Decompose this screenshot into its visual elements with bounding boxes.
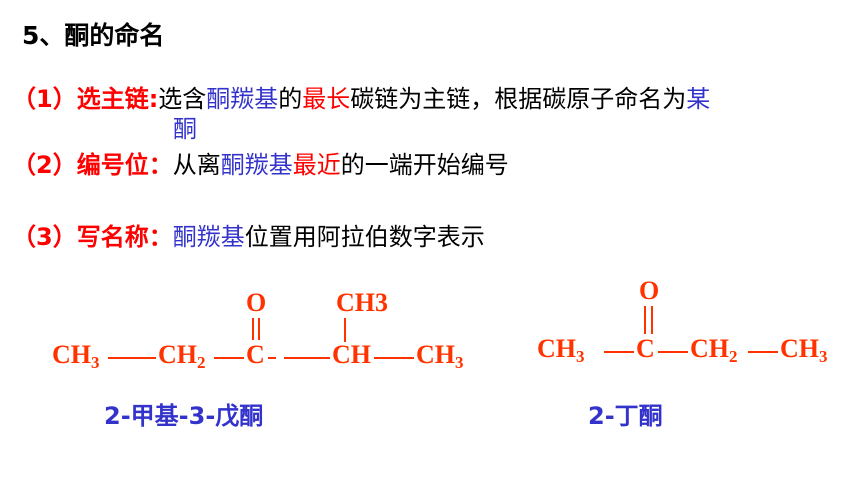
rule-1-part: 最长 (302, 85, 351, 113)
group-sub: 2 (729, 347, 738, 366)
molecule-2-bond (658, 351, 688, 353)
rule-2: （2）编号位：从离酮羰基最近的一端开始编号 (12, 150, 509, 180)
rule-1-text: 选含酮羰基的最长碳链为主链，根据碳原子命名为某 (158, 85, 710, 113)
group-main: C (246, 340, 265, 369)
molecule-2-group: C (636, 334, 655, 367)
molecule-1-bond (214, 357, 244, 359)
rule-1-part: 某 (686, 85, 711, 113)
rule-2-part: 最近 (292, 151, 341, 179)
rule-2-text: 从离酮羰基最近的一端开始编号 (173, 151, 509, 179)
molecule-1-methyl: CH3 (336, 288, 388, 318)
group-main: CH (690, 334, 729, 363)
molecule-1-double-bond-left (252, 318, 254, 340)
rule-2-part: 酮羰基 (220, 151, 293, 179)
group-main: CH (416, 340, 455, 369)
rule-2-part: 的一端开始编号 (340, 151, 509, 179)
rule-2-part: 从离 (172, 151, 221, 179)
group-main: CH (158, 340, 197, 369)
rule-1-label: （1）选主链: (12, 85, 159, 113)
group-sub: 3 (576, 347, 585, 366)
molecule-1-group: CH3 (52, 340, 100, 373)
molecule-2-bond (748, 351, 778, 353)
molecule-1-double-bond-right (258, 318, 260, 340)
rule-1: （1）选主链:选含酮羰基的最长碳链为主链，根据碳原子命名为某 (12, 84, 710, 114)
molecule-1-group: C (246, 340, 265, 373)
molecule-1-methyl-sub: 3 (375, 288, 388, 317)
group-sub: 3 (91, 353, 100, 372)
molecule-2-name: 2-丁酮 (588, 402, 663, 430)
group-main: CH (52, 340, 91, 369)
rule-1-part: 酮羰基 (206, 85, 279, 113)
rule-3-part: 位置用阿拉伯数字表示 (244, 223, 485, 251)
group-main: CH (332, 340, 371, 369)
rule-1-part: 选含 (158, 85, 207, 113)
group-sub: 3 (819, 347, 828, 366)
group-main: CH (780, 334, 819, 363)
molecule-1-methyl-main: CH (336, 288, 375, 317)
molecule-2-oxygen: O (639, 276, 660, 305)
group-main: CH (537, 334, 576, 363)
molecule-2-double-bond-left (644, 306, 646, 334)
molecule-1-group: CH (332, 340, 371, 373)
rule-1-part: 的 (278, 85, 303, 113)
rule-3: （3）写名称：酮羰基位置用阿拉伯数字表示 (12, 222, 485, 252)
rule-1-part: 碳链为主链，根据碳原子命名为 (350, 85, 687, 113)
molecule-1-group: CH2 (158, 340, 206, 373)
slide-title: 5、酮的命名 (22, 21, 165, 50)
rule-3-part: 酮羰基 (172, 223, 245, 251)
group-main: C (636, 334, 655, 363)
rule-1-continuation: 酮 (173, 115, 197, 143)
molecule-1-bond (374, 357, 414, 359)
molecule-1-branch-bond (344, 318, 346, 342)
molecule-2-double-bond-right (651, 306, 653, 334)
rule-2-label: （2）编号位： (12, 151, 173, 179)
group-sub: 3 (455, 353, 464, 372)
molecule-1-oxygen: O (246, 288, 267, 317)
rule-3-text: 酮羰基位置用阿拉伯数字表示 (173, 223, 485, 251)
molecule-1-group: CH3 (416, 340, 464, 373)
molecule-1-bond (284, 357, 330, 359)
group-sub: 2 (197, 353, 206, 372)
molecule-2-group: CH3 (537, 334, 585, 367)
molecule-1-bond-short (268, 357, 276, 359)
molecule-2-group: CH3 (780, 334, 828, 367)
molecule-1-name: 2-甲基-3-戊酮 (104, 402, 264, 430)
molecule-2-bond (604, 351, 634, 353)
molecule-1-bond (108, 357, 156, 359)
rule-3-label: （3）写名称： (12, 223, 173, 251)
molecule-2-group: CH2 (690, 334, 738, 367)
